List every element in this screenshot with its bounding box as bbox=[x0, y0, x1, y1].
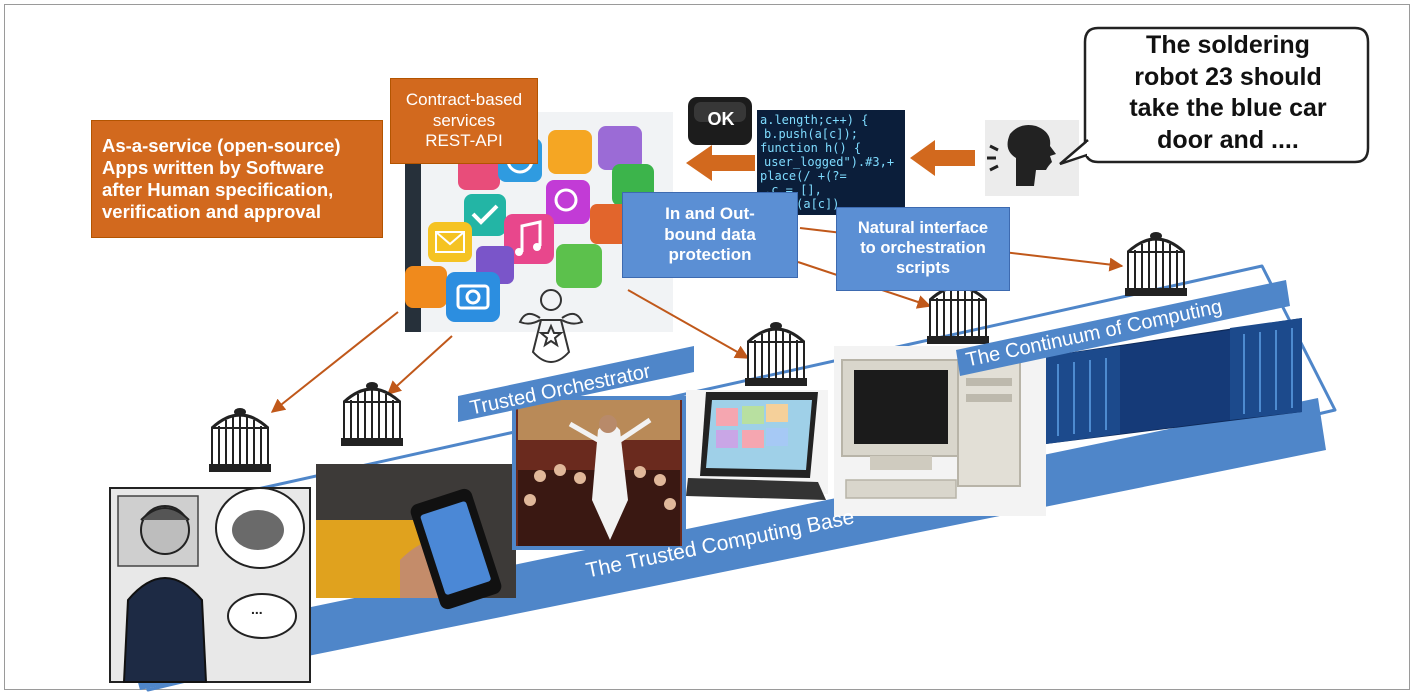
laptop-photo bbox=[686, 390, 828, 500]
code-line: place(/ +(?= bbox=[760, 169, 847, 183]
natural-interface-label: Natural interface to orchestration scrip… bbox=[836, 207, 1010, 291]
arrow-speech-to-code bbox=[910, 140, 975, 176]
arrow-to-cage-2 bbox=[386, 335, 453, 395]
desktop-computer-photo bbox=[834, 346, 1046, 516]
code-line: a.length;c++) { bbox=[760, 113, 868, 127]
cage-5 bbox=[1123, 230, 1189, 298]
cage-1 bbox=[207, 406, 273, 474]
inout-protection-label: In and Out- bound data protection bbox=[622, 192, 798, 278]
cage-3 bbox=[743, 320, 809, 388]
code-line: b.push(a[c]); bbox=[764, 127, 858, 141]
speech-bubble-text: The soldering robot 23 should take the b… bbox=[1129, 31, 1327, 154]
arrow-to-cage-1 bbox=[270, 311, 399, 413]
angel-figure bbox=[518, 289, 584, 363]
code-line: user_logged").#3,+ bbox=[764, 155, 894, 169]
arrow-to-cage-3 bbox=[627, 289, 750, 359]
phone-photo bbox=[316, 464, 516, 610]
datacenter-photo bbox=[1046, 318, 1302, 444]
apps-label: As-a-service (open-source) Apps written … bbox=[91, 120, 383, 238]
comic-panel bbox=[109, 487, 311, 683]
figure-frame bbox=[4, 4, 1410, 690]
arrow-code-to-ok bbox=[686, 145, 755, 181]
cage-2 bbox=[339, 380, 405, 448]
continuum-band bbox=[956, 280, 1290, 376]
code-line: function h() { bbox=[760, 141, 861, 155]
apps-collage bbox=[405, 112, 673, 332]
orchestra-photo bbox=[512, 396, 686, 550]
speaking-head-icon bbox=[985, 120, 1079, 196]
ok-button[interactable]: OK bbox=[707, 109, 735, 129]
comic-ellipsis: ... bbox=[251, 601, 263, 617]
speech-bubble-shape bbox=[1083, 26, 1370, 164]
code-lines: a.length;c++) { b.push(a[c]);function h(… bbox=[760, 113, 894, 211]
trusted-orchestrator-band bbox=[458, 346, 694, 422]
contract-label: Contract-based services REST-API bbox=[390, 78, 538, 164]
